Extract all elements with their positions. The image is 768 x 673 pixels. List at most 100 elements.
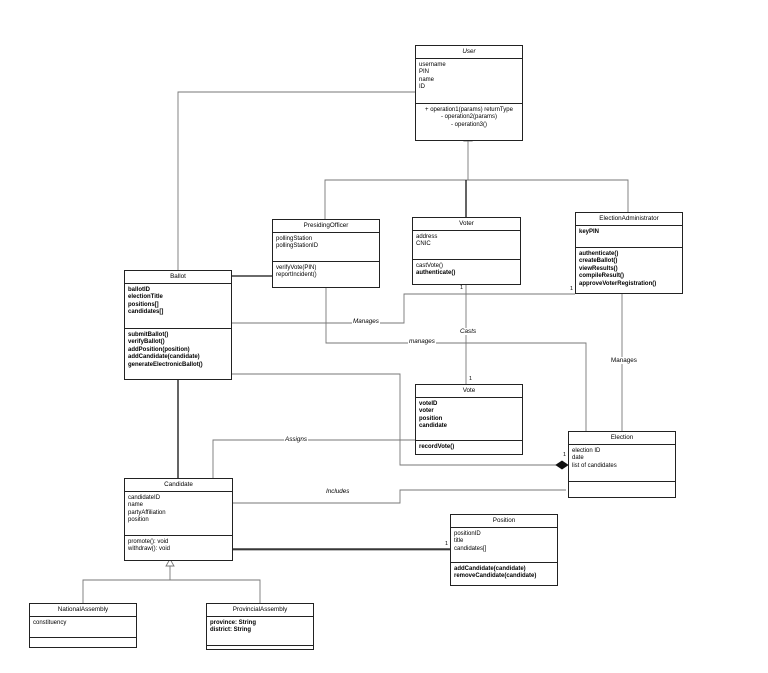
class-name: Ballot bbox=[125, 271, 231, 284]
class-operations: castVote() authenticate() bbox=[413, 260, 520, 281]
attribute: username bbox=[419, 61, 446, 68]
class-attributes: constituency bbox=[30, 617, 136, 638]
attribute: positions[] bbox=[128, 301, 159, 308]
attribute: district: String bbox=[210, 627, 252, 634]
attribute: address bbox=[416, 233, 438, 240]
label-casts: Casts bbox=[459, 328, 478, 335]
line-candidate-vote bbox=[212, 439, 415, 478]
class-candidate[interactable]: Candidate candidateID name partyAffiliat… bbox=[124, 478, 233, 561]
attribute: voter bbox=[419, 408, 434, 415]
operation: compileResult() bbox=[579, 273, 625, 280]
attribute: CNIC bbox=[416, 241, 431, 248]
class-vote[interactable]: Vote voteID voter position candidate rec… bbox=[415, 384, 523, 455]
class-name: ElectionAdministrator bbox=[576, 213, 682, 226]
class-voter[interactable]: Voter address CNIC castVote() authentica… bbox=[412, 217, 521, 285]
operation: addPosition(position) bbox=[128, 346, 190, 353]
class-election[interactable]: Election election ID date list of candid… bbox=[568, 431, 676, 498]
attribute: PIN bbox=[419, 69, 430, 76]
multiplicity: 1 bbox=[570, 286, 574, 292]
line-candidate-inherit-2 bbox=[170, 579, 261, 603]
attribute: candidateID bbox=[128, 494, 161, 501]
attribute: candidates[] bbox=[454, 545, 487, 552]
class-ballot[interactable]: Ballot ballotID electionTitle positions[… bbox=[124, 270, 232, 380]
class-name: Voter bbox=[413, 218, 520, 231]
class-attributes: ballotID electionTitle positions[] candi… bbox=[125, 284, 231, 329]
class-operations: recordVote() bbox=[416, 441, 522, 455]
label-includes: Includes bbox=[325, 488, 351, 495]
operation: approveVoterRegistration() bbox=[579, 280, 657, 287]
class-provincial-assembly[interactable]: ProvincialAssembly province: String dist… bbox=[206, 603, 314, 650]
label-assigns: Assigns bbox=[284, 436, 309, 443]
attribute: ID bbox=[419, 84, 425, 91]
multiplicity: 1 bbox=[563, 452, 567, 458]
attribute: ballotID bbox=[128, 286, 150, 293]
operation: promote(): void bbox=[128, 538, 169, 545]
class-presiding-officer[interactable]: PresidingOfficer pollingStation pollingS… bbox=[272, 219, 380, 288]
attribute: keyPIN bbox=[579, 228, 600, 235]
class-attributes: province: String district: String bbox=[207, 617, 313, 646]
attribute: partyAffiliation bbox=[128, 509, 166, 516]
attribute: constituency bbox=[33, 619, 67, 626]
attribute: voteID bbox=[419, 400, 438, 407]
class-operations: verifyVote(PIN) reportIncident() bbox=[273, 262, 379, 283]
label-manages-upper: Manages bbox=[352, 318, 380, 325]
attribute: date bbox=[572, 455, 584, 462]
multiplicity: 1 bbox=[469, 376, 473, 382]
class-operations: addCandidate(candidate) removeCandidate(… bbox=[451, 563, 557, 584]
operation: addCandidate(candidate) bbox=[454, 565, 526, 572]
operation: - operation3() bbox=[450, 121, 488, 128]
class-name: Position bbox=[451, 515, 557, 528]
operation: viewResults() bbox=[579, 265, 618, 272]
class-name: Vote bbox=[416, 385, 522, 398]
operation: createBallot() bbox=[579, 258, 618, 265]
class-attributes: pollingStation pollingStationID bbox=[273, 233, 379, 262]
class-user[interactable]: User username PIN name ID + operation1(p… bbox=[415, 45, 523, 141]
line-candidate-inherit bbox=[82, 565, 171, 603]
operation: authenticate() bbox=[579, 250, 619, 257]
class-operations: promote(): void withdraw(): void bbox=[125, 536, 232, 557]
class-operations: + operation1(params) returnType - operat… bbox=[416, 104, 522, 133]
class-name: ProvincialAssembly bbox=[207, 604, 313, 617]
class-name: NationalAssembly bbox=[30, 604, 136, 617]
attribute: title bbox=[454, 538, 464, 545]
line-ballot-election bbox=[232, 373, 556, 466]
line-candidate-election bbox=[233, 489, 566, 504]
operation: + operation1(params) returnType bbox=[425, 106, 513, 113]
attribute: election ID bbox=[572, 447, 601, 454]
line-inherit-bus bbox=[324, 179, 629, 220]
class-national-assembly[interactable]: NationalAssembly constituency bbox=[29, 603, 137, 648]
operation: verifyBallot() bbox=[128, 339, 165, 346]
operation: reportIncident() bbox=[276, 272, 317, 279]
attribute: name bbox=[419, 76, 435, 83]
attribute: position bbox=[419, 415, 443, 422]
composition-diamond bbox=[555, 460, 569, 470]
operation: submitBallot() bbox=[128, 331, 169, 338]
operation: addCandidate(candidate) bbox=[128, 354, 200, 361]
operation: withdraw(): void bbox=[128, 546, 171, 553]
line-presiding-election bbox=[325, 288, 587, 432]
class-attributes: positionID title candidates[] bbox=[451, 528, 557, 563]
class-name: PresidingOfficer bbox=[273, 220, 379, 233]
attribute: pollingStationID bbox=[276, 243, 319, 250]
operation: - operation2(params) bbox=[440, 114, 498, 121]
class-election-administrator[interactable]: ElectionAdministrator keyPIN authenticat… bbox=[575, 212, 683, 294]
line-ballot-user bbox=[177, 91, 415, 270]
operation: verifyVote(PIN) bbox=[276, 264, 317, 271]
attribute: candidate bbox=[419, 423, 448, 430]
class-position[interactable]: Position positionID title candidates[] a… bbox=[450, 514, 558, 586]
attribute: electionTitle bbox=[128, 294, 163, 301]
class-operations bbox=[569, 482, 675, 488]
class-name: Election bbox=[569, 432, 675, 445]
class-attributes: keyPIN bbox=[576, 226, 682, 248]
label-manages-right: Manages bbox=[610, 357, 638, 364]
attribute: list of candidates bbox=[572, 462, 617, 469]
class-attributes: username PIN name ID bbox=[416, 59, 522, 104]
operation: authenticate() bbox=[416, 270, 456, 277]
operation: recordVote() bbox=[419, 443, 455, 450]
class-attributes: candidateID name partyAffiliation positi… bbox=[125, 492, 232, 536]
multiplicity: 1 bbox=[445, 541, 449, 547]
attribute: positionID bbox=[454, 530, 481, 537]
operation: generateElectronicBallot() bbox=[128, 361, 203, 368]
class-operations: authenticate() createBallot() viewResult… bbox=[576, 248, 682, 292]
